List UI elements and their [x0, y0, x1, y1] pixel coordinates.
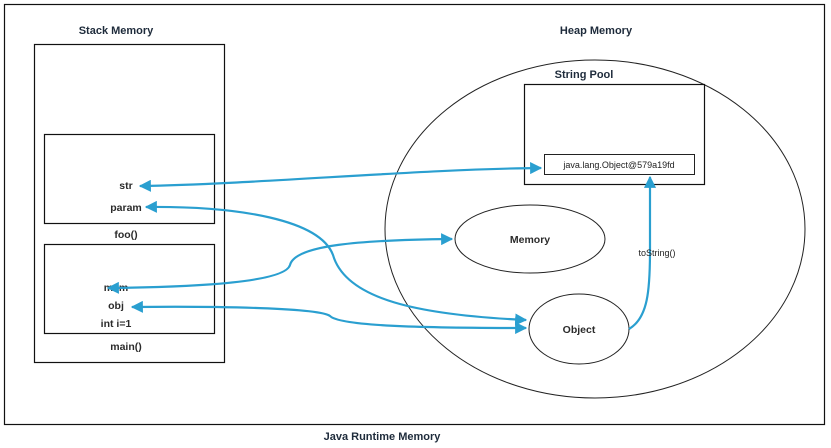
string-pool-box: [523, 83, 706, 186]
edge-obj-to-object: [130, 300, 528, 335]
var-obj: obj: [108, 300, 124, 312]
edge-mem-to-memory: [106, 233, 454, 294]
string-pool-entry: [544, 154, 695, 175]
var-param: param: [110, 202, 142, 214]
edge-str-to-pool: [138, 162, 543, 192]
stack-title: Stack Memory: [79, 25, 154, 37]
runtime-title: Java Runtime Memory: [324, 431, 442, 443]
edge-label-tostring: toString(): [638, 248, 675, 258]
frame-label-foo: foo(): [114, 229, 137, 241]
heap-object-object-label: Object: [563, 324, 596, 336]
string-pool-title: String Pool: [555, 69, 614, 81]
heap-object-memory-label: Memory: [510, 234, 550, 246]
string-pool-entry-text: java.lang.Object@579a19fd: [562, 160, 674, 170]
frame-label-main: main(): [110, 341, 142, 353]
runtime-frame: [3, 3, 826, 426]
heap-ellipse: [384, 59, 806, 399]
edge-object-tostring: [628, 175, 657, 330]
heap-title: Heap Memory: [560, 25, 633, 37]
var-int-i: int i=1: [101, 318, 132, 330]
var-str: str: [119, 180, 132, 192]
